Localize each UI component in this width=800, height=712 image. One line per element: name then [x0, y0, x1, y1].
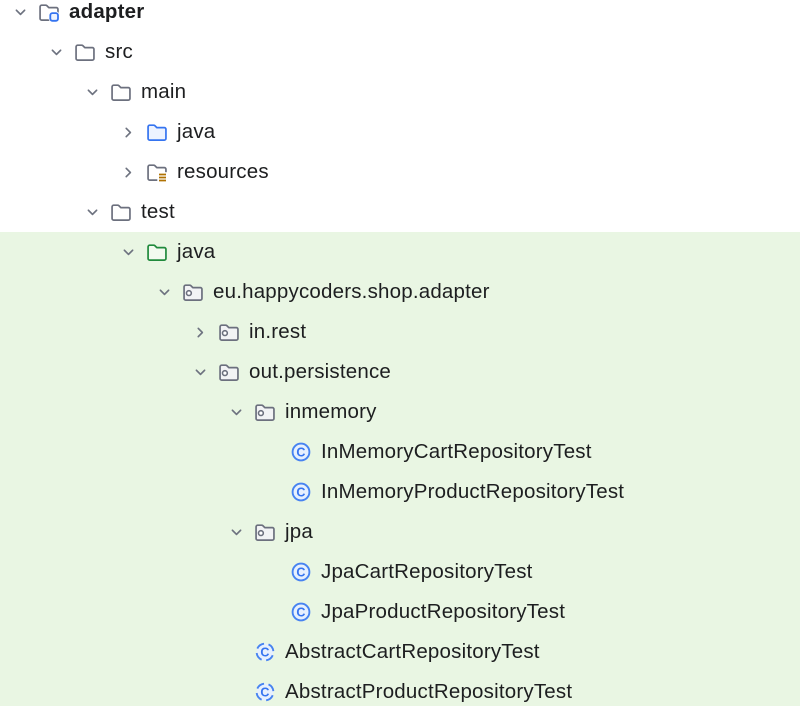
tree-node-label: InMemoryProductRepositoryTest [321, 480, 625, 503]
chevron-right-icon[interactable] [116, 120, 140, 144]
abstract-class-icon [253, 640, 277, 664]
tree-node-label: AbstractProductRepositoryTest [285, 680, 573, 703]
tree-node-label: JpaCartRepositoryTest [321, 560, 533, 583]
tree-node-label: in.rest [249, 320, 307, 343]
tree-row-test[interactable]: test [0, 192, 800, 232]
chevron-right-icon[interactable] [188, 320, 212, 344]
tree-row-jpa[interactable]: jpa [0, 512, 800, 552]
tree-node-label: test [141, 200, 175, 223]
tree-node-label: jpa [285, 520, 313, 543]
tree-row-inmemoryproductrepositorytest[interactable]: InMemoryProductRepositoryTest [0, 472, 800, 512]
tree-row-abstractcartrepositorytest[interactable]: AbstractCartRepositoryTest [0, 632, 800, 672]
package-icon [253, 400, 277, 424]
tree-row-resources[interactable]: resources [0, 152, 800, 192]
package-icon [253, 520, 277, 544]
chevron-down-icon[interactable] [8, 0, 32, 24]
chevron-down-icon[interactable] [152, 280, 176, 304]
tree-node-label: InMemoryCartRepositoryTest [321, 440, 592, 463]
tree-node-label: AbstractCartRepositoryTest [285, 640, 540, 663]
tree-row-src[interactable]: src [0, 32, 800, 72]
test-folder-icon [145, 240, 169, 264]
tree-node-label: out.persistence [249, 360, 392, 383]
chevron-right-icon[interactable] [116, 160, 140, 184]
tree-row-inmemorycartrepositorytest[interactable]: InMemoryCartRepositoryTest [0, 432, 800, 472]
chevron-down-icon[interactable] [224, 520, 248, 544]
tree-node-label: src [105, 40, 133, 63]
chevron-down-icon[interactable] [188, 360, 212, 384]
tree-row-jpacartrepositorytest[interactable]: JpaCartRepositoryTest [0, 552, 800, 592]
source-folder-icon [145, 120, 169, 144]
tree-row-java[interactable]: java [0, 232, 800, 272]
abstract-class-icon [253, 680, 277, 704]
tree-row-main[interactable]: main [0, 72, 800, 112]
folder-icon [109, 200, 133, 224]
chevron-spacer [260, 480, 284, 504]
tree-row-out-persistence[interactable]: out.persistence [0, 352, 800, 392]
tree-node-label: JpaProductRepositoryTest [321, 600, 566, 623]
tree-node-label: inmemory [285, 400, 377, 423]
module-icon [37, 0, 61, 24]
tree-node-label: resources [177, 160, 269, 183]
tree-node-label: java [177, 120, 216, 143]
tree-row-abstractproductrepositorytest[interactable]: AbstractProductRepositoryTest [0, 672, 800, 712]
chevron-down-icon[interactable] [80, 80, 104, 104]
tree-row-jpaproductrepositorytest[interactable]: JpaProductRepositoryTest [0, 592, 800, 632]
chevron-down-icon[interactable] [224, 400, 248, 424]
folder-icon [109, 80, 133, 104]
class-icon [289, 560, 313, 584]
class-icon [289, 440, 313, 464]
package-icon [217, 320, 241, 344]
tree-node-label: main [141, 80, 187, 103]
tree-row-inmemory[interactable]: inmemory [0, 392, 800, 432]
class-icon [289, 480, 313, 504]
package-icon [217, 360, 241, 384]
package-icon [181, 280, 205, 304]
resources-folder-icon [145, 160, 169, 184]
tree-node-label: java [177, 240, 216, 263]
chevron-spacer [224, 680, 248, 704]
chevron-spacer [224, 640, 248, 664]
tree-row-in-rest[interactable]: in.rest [0, 312, 800, 352]
class-icon [289, 600, 313, 624]
tree-node-label: eu.happycoders.shop.adapter [213, 280, 490, 303]
chevron-down-icon[interactable] [116, 240, 140, 264]
chevron-down-icon[interactable] [80, 200, 104, 224]
chevron-spacer [260, 440, 284, 464]
chevron-spacer [260, 600, 284, 624]
bottom-edge [0, 706, 800, 712]
chevron-down-icon[interactable] [44, 40, 68, 64]
tree-row-eu-happycoders-shop-adapter[interactable]: eu.happycoders.shop.adapter [0, 272, 800, 312]
chevron-spacer [260, 560, 284, 584]
tree-row-adapter[interactable]: adapter [0, 0, 800, 32]
tree-node-label: adapter [69, 0, 145, 23]
tree-row-java[interactable]: java [0, 112, 800, 152]
folder-icon [73, 40, 97, 64]
